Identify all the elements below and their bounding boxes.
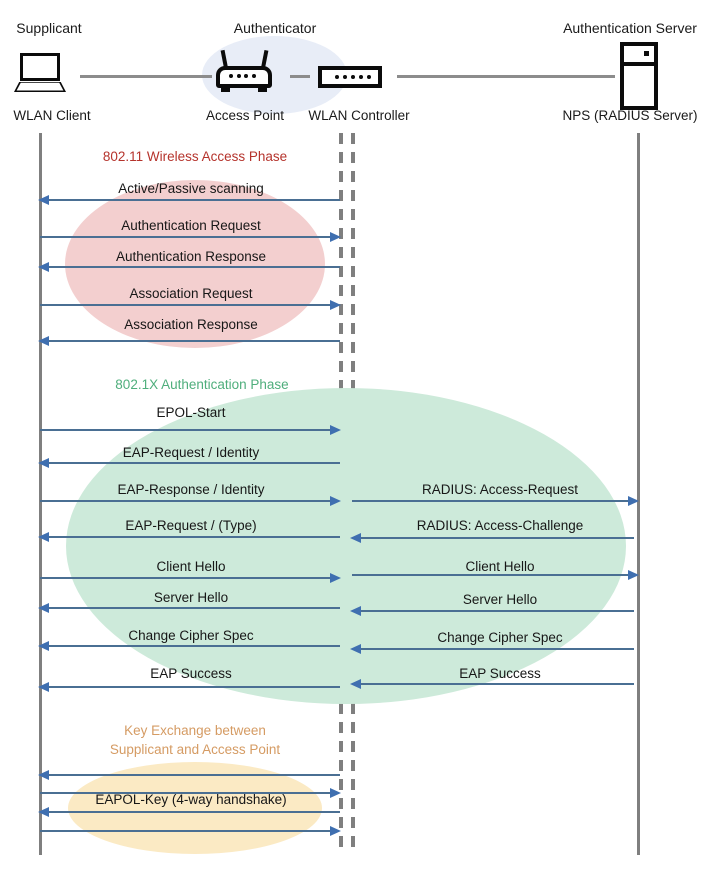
message-arrow-head: [38, 770, 49, 780]
actor-role-supplicant: Supplicant: [16, 20, 82, 36]
message-label: EAP-Request / (Type): [125, 518, 257, 533]
message-arrow-line: [44, 811, 340, 813]
message-arrow-line: [44, 607, 340, 609]
actor-role-authenticator: Authenticator: [233, 20, 317, 36]
message-arrow-line: [40, 500, 334, 502]
message-label: RADIUS: Access-Request: [421, 482, 579, 497]
message-arrow-line: [44, 645, 340, 647]
message-arrow-line: [352, 500, 630, 502]
phase-label-dot1x-authentication: 802.1X Authentication Phase: [115, 377, 289, 392]
laptop-icon: [14, 53, 68, 95]
message-arrow-head: [38, 336, 49, 346]
message-arrow-line: [356, 648, 634, 650]
phase-ellipse-key-exchange: [68, 762, 322, 854]
message-arrow-head: [330, 232, 341, 242]
message-label: Authentication Response: [115, 249, 267, 264]
message-arrow-head: [350, 606, 361, 616]
server-icon: [620, 42, 660, 112]
actor-role-authentication-server: Authentication Server: [563, 20, 697, 36]
message-arrow-head: [350, 644, 361, 654]
message-arrow-head: [38, 807, 49, 817]
message-arrow-head: [38, 682, 49, 692]
message-arrow-head: [38, 195, 49, 205]
wlan-controller-icon: [318, 52, 384, 94]
actor-device-wlan-client: WLAN Client: [13, 108, 91, 123]
message-label: Association Response: [124, 317, 258, 332]
message-label: Change Cipher Spec: [128, 628, 254, 643]
message-arrow-line: [40, 830, 334, 832]
actor-device-wlan-controller: WLAN Controller: [308, 108, 410, 123]
message-arrow-head: [330, 496, 341, 506]
message-arrow-line: [44, 340, 340, 342]
message-label: RADIUS: Access-Challenge: [416, 518, 584, 533]
message-arrow-line: [356, 610, 634, 612]
wlan-controller-leds: [335, 75, 371, 79]
message-arrow-head: [38, 532, 49, 542]
message-arrow-line: [356, 683, 634, 685]
message-arrow-line: [44, 462, 340, 464]
message-label: Server Hello: [462, 592, 538, 607]
message-label: Active/Passive scanning: [118, 181, 264, 196]
message-arrow-line: [356, 537, 634, 539]
message-label: EAP-Request / Identity: [122, 445, 260, 460]
message-label: EAP Success: [150, 666, 232, 681]
phase-label-key-exchange-line1: Key Exchange between: [124, 723, 266, 738]
message-arrow-line: [44, 266, 340, 268]
message-arrow-head: [38, 603, 49, 613]
message-arrow-head: [628, 570, 639, 580]
message-label: EAP Success: [459, 666, 541, 681]
message-label: Client Hello: [465, 559, 535, 574]
access-point-icon: [216, 49, 274, 94]
phase-label-key-exchange-line2: Supplicant and Access Point: [109, 742, 281, 757]
message-arrow-head: [330, 425, 341, 435]
message-arrow-line: [40, 429, 334, 431]
message-arrow-line: [40, 577, 334, 579]
actor-device-nps-radius-server: NPS (RADIUS Server): [562, 108, 698, 123]
message-arrow-line: [44, 774, 340, 776]
lifeline-authentication-server: [637, 133, 640, 855]
message-label: EAPOL-Key (4-way handshake): [95, 792, 287, 807]
message-arrow-line: [352, 574, 630, 576]
message-arrow-head: [330, 788, 341, 798]
message-arrow-head: [350, 679, 361, 689]
message-arrow-head: [38, 458, 49, 468]
message-arrow-line: [44, 686, 340, 688]
message-arrow-line: [44, 536, 340, 538]
message-arrow-head: [330, 573, 341, 583]
message-label: Authentication Request: [121, 218, 261, 233]
phase-ellipse-dot1x-authentication: [66, 388, 626, 704]
access-point-leds: [229, 74, 256, 78]
link-client-to-ap: [80, 75, 212, 78]
message-arrow-line: [40, 304, 334, 306]
message-label: Server Hello: [153, 590, 229, 605]
message-arrow-head: [628, 496, 639, 506]
message-arrow-head: [330, 826, 341, 836]
link-controller-to-server: [397, 75, 615, 78]
link-ap-to-controller: [290, 75, 310, 78]
lifeline-supplicant: [39, 133, 42, 855]
message-label: Change Cipher Spec: [437, 630, 563, 645]
message-label: Client Hello: [156, 559, 226, 574]
message-arrow-head: [350, 533, 361, 543]
message-arrow-head: [38, 641, 49, 651]
message-label: EPOL-Start: [156, 405, 226, 420]
message-arrow-line: [40, 792, 334, 794]
message-arrow-line: [40, 236, 334, 238]
message-arrow-line: [44, 199, 340, 201]
message-arrow-head: [38, 262, 49, 272]
phase-label-wireless-access: 802.11 Wireless Access Phase: [102, 149, 288, 164]
message-arrow-head: [330, 300, 341, 310]
phase-ellipse-wireless-access: [65, 180, 325, 348]
message-label: Association Request: [129, 286, 253, 301]
message-label: EAP-Response / Identity: [117, 482, 265, 497]
actor-device-access-point: Access Point: [205, 108, 285, 123]
